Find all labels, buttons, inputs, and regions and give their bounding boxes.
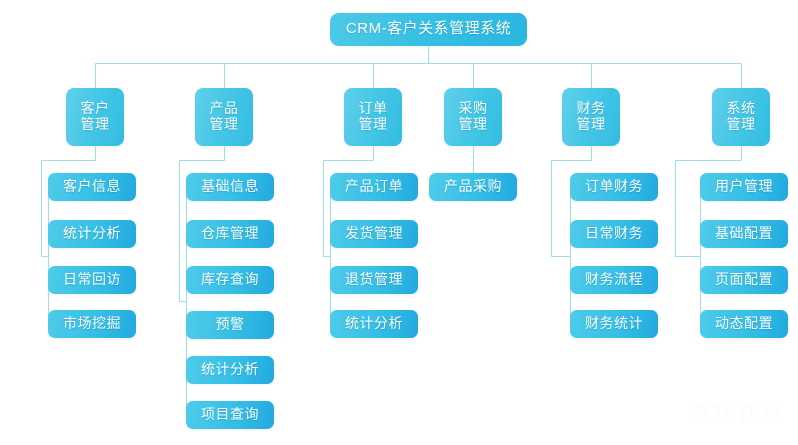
node-leaf-order-2[interactable]: 退货管理 (330, 266, 418, 294)
node-leaf-customer-3[interactable]: 市场挖掘 (48, 310, 136, 338)
node-leaf-product-5[interactable]: 项目查询 (186, 401, 274, 429)
node-branch-customer[interactable]: 客户 管理 (66, 88, 124, 146)
node-leaf-product-4[interactable]: 统计分析 (186, 356, 274, 384)
node-branch-purchase[interactable]: 采购 管理 (444, 88, 502, 146)
node-leaf-order-1[interactable]: 发货管理 (330, 220, 418, 248)
node-root[interactable]: CRM-客户关系管理系统 (330, 13, 527, 46)
node-leaf-customer-0[interactable]: 客户信息 (48, 173, 136, 201)
node-branch-system[interactable]: 系统 管理 (712, 88, 770, 146)
node-leaf-customer-1[interactable]: 统计分析 (48, 220, 136, 248)
node-branch-finance[interactable]: 财务 管理 (562, 88, 620, 146)
node-leaf-product-2[interactable]: 库存查询 (186, 266, 274, 294)
node-branch-product[interactable]: 产品 管理 (195, 88, 253, 146)
node-leaf-system-0[interactable]: 用户管理 (700, 173, 788, 201)
node-leaf-product-3[interactable]: 预警 (186, 311, 274, 339)
node-leaf-system-1[interactable]: 基础配置 (700, 220, 788, 248)
node-leaf-finance-3[interactable]: 财务统计 (570, 310, 658, 338)
node-leaf-system-3[interactable]: 动态配置 (700, 310, 788, 338)
watermark: 图标在线 (688, 402, 788, 425)
node-leaf-finance-2[interactable]: 财务流程 (570, 266, 658, 294)
node-leaf-purchase-0[interactable]: 产品采购 (429, 173, 517, 201)
node-leaf-product-1[interactable]: 仓库管理 (186, 220, 274, 248)
node-leaf-product-0[interactable]: 基础信息 (186, 173, 274, 201)
node-leaf-system-2[interactable]: 页面配置 (700, 266, 788, 294)
node-leaf-order-0[interactable]: 产品订单 (330, 173, 418, 201)
node-leaf-finance-0[interactable]: 订单财务 (570, 173, 658, 201)
node-leaf-order-3[interactable]: 统计分析 (330, 310, 418, 338)
node-leaf-customer-2[interactable]: 日常回访 (48, 266, 136, 294)
node-branch-order[interactable]: 订单 管理 (344, 88, 402, 146)
node-leaf-finance-1[interactable]: 日常财务 (570, 220, 658, 248)
